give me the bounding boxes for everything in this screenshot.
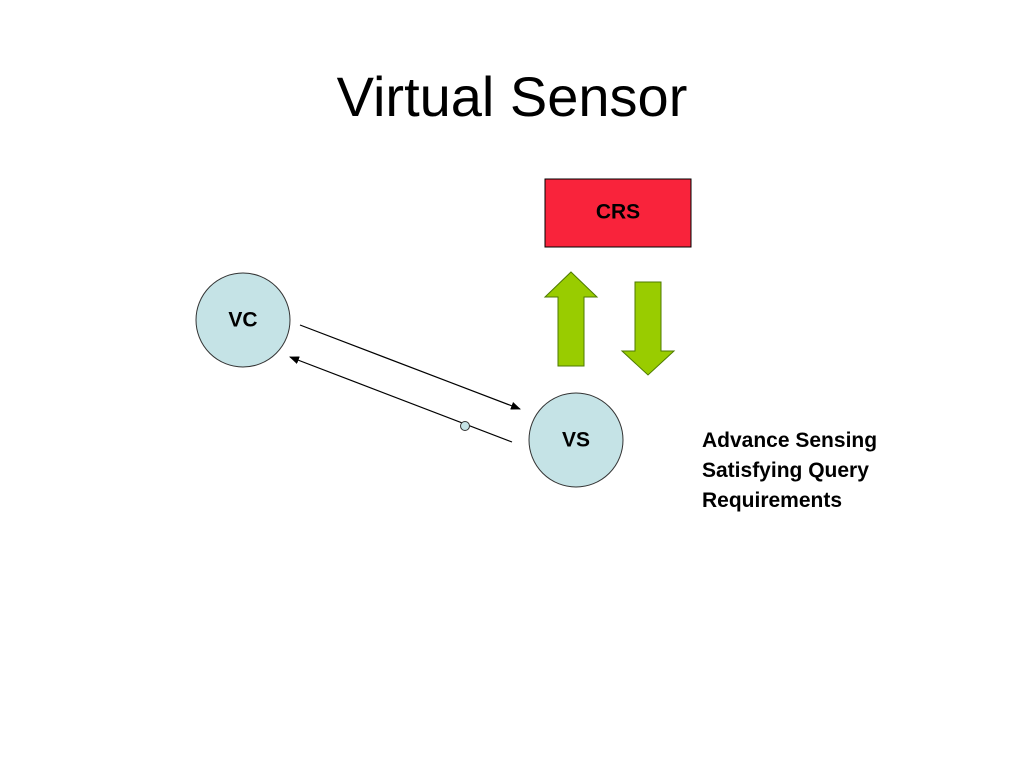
- down-arrow: [620, 281, 676, 376]
- crs-label: CRS: [596, 201, 640, 224]
- vs-node: VS: [528, 392, 624, 488]
- vc-to-vs-arrow: [299, 324, 521, 410]
- vc-label: VC: [228, 309, 257, 332]
- vs-to-vc-arrow: [289, 356, 513, 443]
- crs-box: [544, 178, 692, 248]
- vc-circle: [195, 272, 291, 368]
- arrow-handle: [460, 421, 470, 431]
- note-line: Satisfying Query: [702, 459, 869, 482]
- slide-title: Virtual Sensor: [336, 65, 688, 128]
- vs-label: VS: [562, 429, 590, 452]
- advance-sensing-note: Advance Sensing Satisfying Query Require…: [702, 426, 1002, 516]
- crs-node: CRS: [544, 178, 692, 248]
- vc-node: VC: [195, 272, 291, 368]
- up-arrow: [543, 271, 599, 367]
- note-line: Advance Sensing: [702, 429, 878, 452]
- vs-circle: [528, 392, 624, 488]
- note-line: Requirements: [702, 489, 843, 512]
